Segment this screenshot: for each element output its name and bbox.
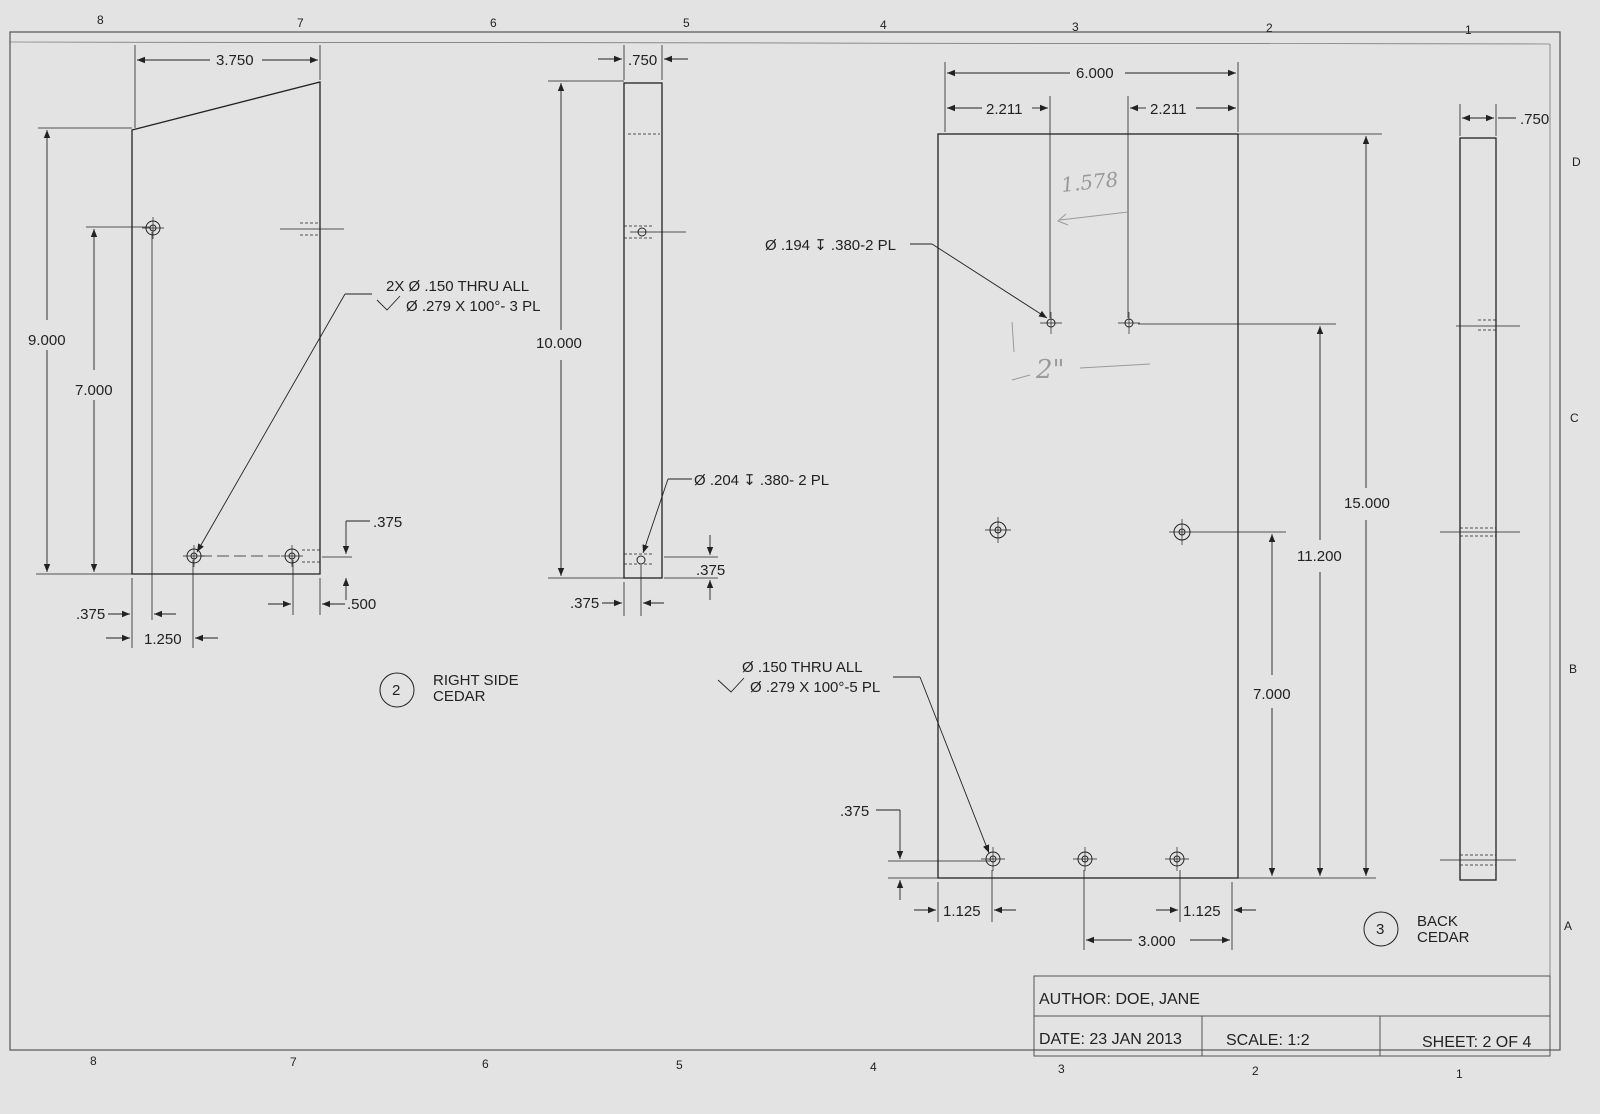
view-material-back: CEDAR xyxy=(1417,929,1470,946)
title-author: AUTHOR: DOE, JANE xyxy=(1039,991,1200,1008)
edge-view-text: .750 10.000 .375 .375 Ø .204 ↧ .380- 2 P… xyxy=(536,52,829,612)
zone-col-top-4: 4 xyxy=(880,18,887,32)
zone-col-top-1: 1 xyxy=(1465,23,1472,37)
dim-back-width: 6.000 xyxy=(1076,65,1114,82)
callout-edge: Ø .204 ↧ .380- 2 PL xyxy=(694,472,829,489)
zone-row-b: B xyxy=(1569,662,1577,676)
dim-right-edge-right: .500 xyxy=(347,596,376,613)
back-edge-view xyxy=(1440,104,1520,881)
back-hole-upper-right xyxy=(1118,312,1140,334)
view-title-right-side: RIGHT SIDE xyxy=(433,672,519,689)
dim-right-hole-spacing: 1.250 xyxy=(144,631,182,648)
callout-right-line1: 2X Ø .150 THRU ALL xyxy=(386,278,529,295)
callout-right-line2: Ø .279 X 100°- 3 PL xyxy=(406,298,540,315)
title-block-text: AUTHOR: DOE, JANE DATE: 23 JAN 2013 SCAL… xyxy=(1039,991,1531,1051)
zone-labels: 8 7 6 5 4 3 2 1 8 7 6 5 4 3 2 1 D C B A xyxy=(90,13,1581,1081)
zone-row-d: D xyxy=(1572,155,1581,169)
dim-back-hole-spacing: 3.000 xyxy=(1138,933,1176,950)
back-hole-bottom-right xyxy=(1165,847,1189,871)
right-side-outline xyxy=(131,81,321,575)
dim-back-height: 15.000 xyxy=(1344,495,1390,512)
dim-edge-hole-bottom: .375 xyxy=(696,562,725,579)
back-hole-bottom-center xyxy=(1073,847,1097,871)
dim-back-right-offset: 2.211 xyxy=(1150,101,1186,118)
callout-back-top: Ø .194 ↧ .380-2 PL xyxy=(765,237,896,254)
sheet-border xyxy=(9,31,1561,1051)
zone-col-bottom-3: 3 xyxy=(1058,1062,1065,1076)
zone-col-bottom-1: 1 xyxy=(1456,1067,1463,1081)
title-sheet: SHEET: 2 OF 4 xyxy=(1422,1034,1531,1051)
zone-col-bottom-2: 2 xyxy=(1252,1064,1259,1078)
zone-col-bottom-4: 4 xyxy=(870,1060,877,1074)
handwritten-note-1: 1.578 xyxy=(1060,167,1119,197)
callout-back-bottom-line2: Ø .279 X 100°-5 PL xyxy=(750,679,880,696)
back-hole-middle-right xyxy=(1169,519,1195,545)
title-block xyxy=(1033,975,1551,1057)
view-title-back: BACK xyxy=(1417,913,1458,930)
title-date: DATE: 23 JAN 2013 xyxy=(1039,1031,1182,1048)
dim-right-height-hole: 7.000 xyxy=(75,382,113,399)
handwritten-note-2: 2" xyxy=(1035,355,1065,385)
zone-col-top-5: 5 xyxy=(683,16,690,30)
dim-right-hole-bottom: .375 xyxy=(373,514,402,531)
zone-col-top-7: 7 xyxy=(297,16,304,30)
edge-view-outline xyxy=(623,82,663,579)
dim-right-height-total: 9.000 xyxy=(28,332,66,349)
dim-back-left-offset: 2.211 xyxy=(986,101,1022,118)
callout-back-bottom-line1: Ø .150 THRU ALL xyxy=(742,659,863,676)
dim-edge-edge: .375 xyxy=(570,595,599,612)
dim-edge-height: 10.000 xyxy=(536,335,582,352)
view-number-2: 2 xyxy=(392,682,400,699)
back-edge-outline xyxy=(1459,137,1497,881)
zone-col-top-3: 3 xyxy=(1072,20,1079,34)
zone-col-top-6: 6 xyxy=(490,16,497,30)
zone-col-bottom-5: 5 xyxy=(676,1058,683,1072)
dim-right-edge-left: .375 xyxy=(76,606,105,623)
zone-col-top-2: 2 xyxy=(1266,21,1273,35)
dim-right-width: 3.750 xyxy=(216,52,254,69)
dim-back-bottom-offset: .375 xyxy=(840,803,869,820)
right-side-view xyxy=(36,45,415,708)
dim-back-middle-holes: 7.000 xyxy=(1253,686,1291,703)
dim-back-edge-thickness: .750 xyxy=(1520,111,1549,128)
view-number-3: 3 xyxy=(1376,921,1384,938)
back-hole-middle-left xyxy=(985,517,1011,543)
back-hole-upper-left xyxy=(1040,312,1062,334)
edge-view xyxy=(548,45,718,616)
zone-col-bottom-8: 8 xyxy=(90,1054,97,1068)
handwritten-notes: 1.578 2" xyxy=(1011,167,1151,385)
back-view-outline xyxy=(937,133,1239,879)
back-view-text: 6.000 2.211 2.211 15.000 11.200 7.000 .3… xyxy=(742,65,1470,950)
back-hole-bottom-left xyxy=(981,847,1005,871)
zone-row-c: C xyxy=(1570,411,1579,425)
dim-back-upper-holes: 11.200 xyxy=(1297,548,1342,565)
title-scale: SCALE: 1:2 xyxy=(1226,1032,1310,1049)
dim-edge-thickness: .750 xyxy=(628,52,657,69)
zone-col-top-8: 8 xyxy=(97,13,104,27)
view-material-right-side: CEDAR xyxy=(433,688,486,705)
zone-col-bottom-6: 6 xyxy=(482,1057,489,1071)
zone-row-a: A xyxy=(1564,919,1572,933)
zone-col-bottom-7: 7 xyxy=(290,1055,297,1069)
back-view xyxy=(717,62,1399,950)
dim-back-edge-left: 1.125 xyxy=(943,903,981,920)
right-side-text: 3.750 9.000 7.000 .375 .375 1.250 .500 2… xyxy=(28,52,540,705)
dim-back-edge-right: 1.125 xyxy=(1183,903,1221,920)
